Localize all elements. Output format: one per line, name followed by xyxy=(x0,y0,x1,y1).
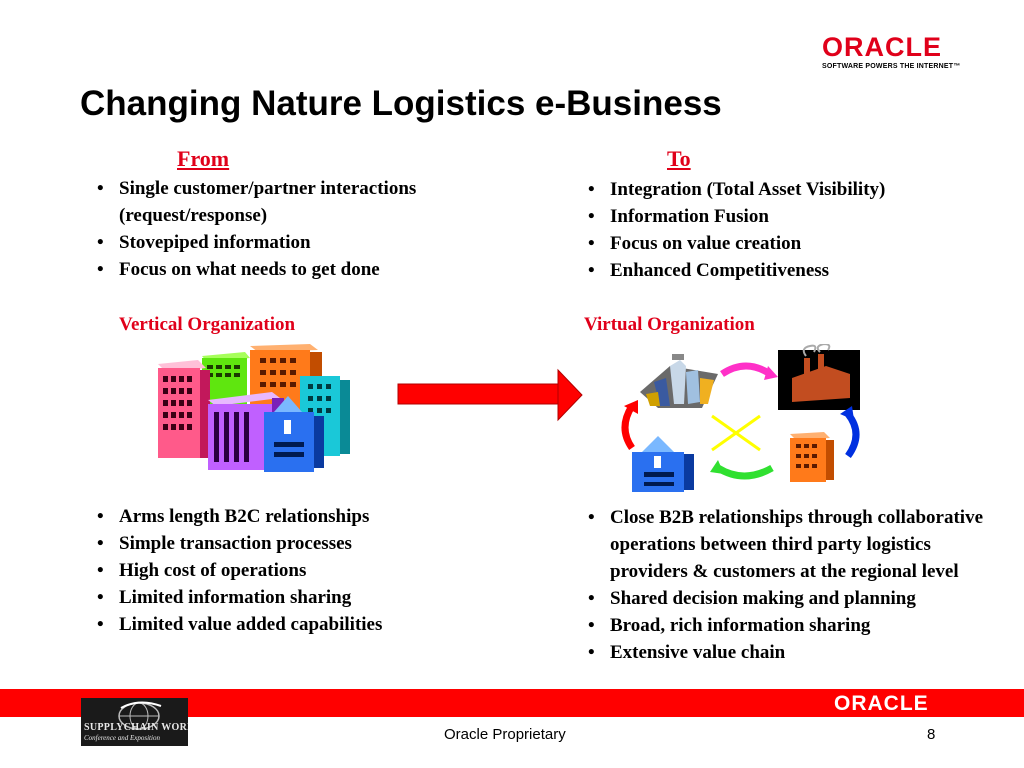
from-top-bullets: Single customer/partner interactions (re… xyxy=(91,175,501,283)
to-bottom-bullets: Close B2B relationships through collabor… xyxy=(582,504,994,666)
oracle-footer-logo: ORACLE xyxy=(834,692,929,715)
vertical-organization-label: Vertical Organization xyxy=(119,314,296,335)
list-item: Stovepiped information xyxy=(91,229,501,256)
from-bottom-bullets: Arms length B2C relationships Simple tra… xyxy=(91,503,541,638)
list-item: Simple transaction processes xyxy=(91,530,541,557)
oracle-tagline: SOFTWARE POWERS THE INTERNET™ xyxy=(822,63,961,70)
list-item: Integration (Total Asset Visibility) xyxy=(582,176,1007,203)
list-item: High cost of operations xyxy=(91,557,541,584)
list-item: Shared decision making and planning xyxy=(582,585,994,612)
list-item: Focus on what needs to get done xyxy=(91,256,501,283)
oracle-logo: ORACLE SOFTWARE POWERS THE INTERNET™ xyxy=(822,32,972,71)
footer-proprietary-label: Oracle Proprietary xyxy=(444,726,566,743)
to-top-bullets: Integration (Total Asset Visibility) Inf… xyxy=(582,176,1007,284)
list-item: Limited information sharing xyxy=(91,584,541,611)
slide-title: Changing Nature Logistics e-Business xyxy=(80,84,722,123)
page-number: 8 xyxy=(927,726,936,743)
oracle-logo-word: ORACLE xyxy=(822,32,942,62)
from-heading: From xyxy=(177,146,230,171)
virtual-organization-illustration xyxy=(621,344,860,492)
virtual-organization-label: Virtual Organization xyxy=(584,314,755,335)
list-item: Extensive value chain xyxy=(582,639,994,666)
transition-arrow-icon xyxy=(397,368,583,422)
list-item: Enhanced Competitiveness xyxy=(582,257,1007,284)
supplychain-world-subtitle: Conference and Exposition xyxy=(84,734,160,742)
list-item: Arms length B2C relationships xyxy=(91,503,541,530)
supplychain-world-name: SUPPLYCHAIN WORLD xyxy=(84,722,188,733)
list-item: Information Fusion xyxy=(582,203,1007,230)
list-item: Close B2B relationships through collabor… xyxy=(582,504,994,585)
list-item: Broad, rich information sharing xyxy=(582,612,994,639)
vertical-organization-illustration xyxy=(158,344,350,472)
globe-icon xyxy=(118,701,162,730)
list-item: Single customer/partner interactions (re… xyxy=(91,175,501,229)
to-heading: To xyxy=(667,146,691,171)
list-item: Focus on value creation xyxy=(582,230,1007,257)
supplychain-world-logo: SUPPLYCHAIN WORLD Conference and Exposit… xyxy=(81,698,188,746)
list-item: Limited value added capabilities xyxy=(91,611,541,638)
